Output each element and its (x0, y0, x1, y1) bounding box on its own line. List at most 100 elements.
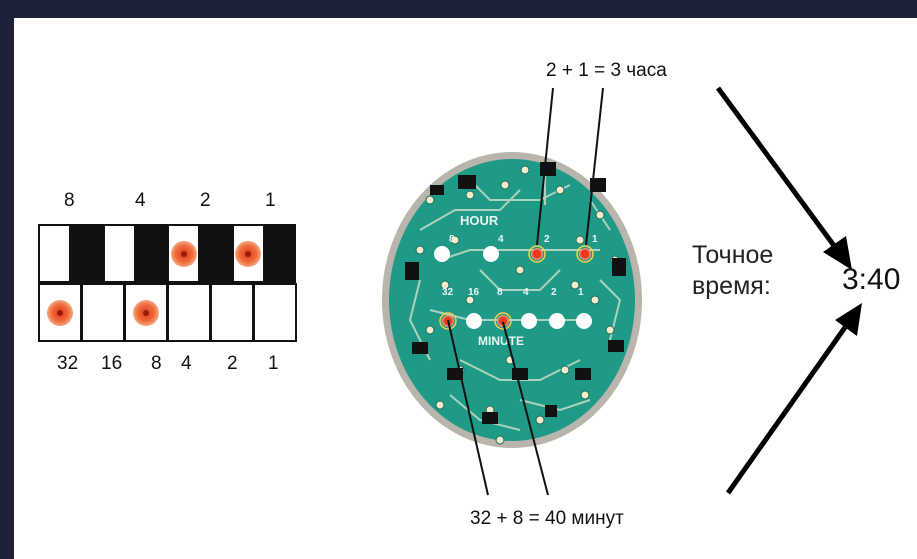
hour-bit-cell (167, 224, 201, 283)
pcb-pad (580, 390, 590, 400)
hour-weight-label: 2 (200, 190, 211, 211)
pcb-led-ring (494, 312, 512, 330)
pcb-minute-led-off (549, 313, 565, 329)
pcb-pad (465, 190, 475, 200)
pointer-line-hour-2 (536, 87, 554, 246)
pcb-hour-label: HOUR (460, 213, 499, 228)
pcb-led-ring (576, 245, 594, 263)
pcb-pad (435, 400, 445, 410)
pcb-pad (415, 245, 425, 255)
pcb-chip (608, 340, 624, 352)
minute-weight-label: 32 (57, 353, 79, 374)
pcb-pad (560, 365, 570, 375)
pcb-pad (425, 325, 435, 335)
hour-equation: 2 + 1 = 3 часа (546, 60, 667, 81)
minute-weight-label: 2 (227, 353, 238, 374)
pcb-minute-led-label: 2 (551, 287, 557, 298)
pcb-pad (440, 280, 450, 290)
pcb-led-ring (528, 245, 546, 263)
pcb-hour-led-on (579, 248, 591, 260)
pcb-minute-led-off (466, 313, 482, 329)
pcb-pad (465, 295, 475, 305)
pcb-trace (479, 269, 561, 291)
pcb-minute-led-on (497, 315, 509, 327)
arrow-minutes-head (835, 303, 862, 336)
exact-time-label-line2: время: (692, 272, 771, 300)
pcb-chip (612, 258, 626, 276)
lit-led-dot (133, 299, 159, 326)
hour-bit-cell (231, 224, 265, 283)
pcb-chip (540, 162, 556, 176)
pointer-line-minute-32 (447, 319, 489, 496)
pcb-minute-label: MINUTE (478, 334, 524, 348)
pcb-minute-led-label: 8 (497, 287, 503, 298)
pcb-trace (439, 249, 600, 261)
pcb-pad (425, 195, 435, 205)
binary-grid (38, 224, 297, 342)
pcb-pad (500, 180, 510, 190)
arrow-minutes-shaft (725, 324, 849, 495)
pcb-hour-led-label: 1 (592, 234, 598, 245)
pcb-pad (555, 185, 565, 195)
pcb-chip (458, 175, 476, 189)
minute-weight-label: 8 (151, 353, 162, 374)
pcb-pad (520, 165, 530, 175)
pcb-trace (469, 179, 571, 201)
minute-weight-label: 1 (268, 353, 279, 374)
hour-weight-label: 8 (64, 190, 75, 211)
hour-weight-label: 4 (135, 190, 146, 211)
pcb-minute-led-off (521, 313, 537, 329)
pcb-pad (495, 435, 505, 445)
pcb-chip (545, 405, 557, 417)
pcb-minute-led-label: 4 (523, 287, 529, 298)
pcb-trace (449, 394, 521, 431)
pcb-pad (450, 235, 460, 245)
pcb-chip (482, 412, 498, 424)
minute-weight-label: 16 (101, 353, 123, 374)
pcb-minute-led-off (576, 313, 592, 329)
exact-time-label-line1: Точное (692, 241, 774, 269)
pcb-trace (519, 399, 591, 412)
minute-bit-cell (124, 283, 168, 342)
minute-bit-cell (81, 283, 125, 342)
pcb-hour-led-label: 4 (498, 234, 504, 245)
pcb-chip (575, 368, 591, 380)
pcb-pad (590, 295, 600, 305)
hour-bit-cell (38, 224, 72, 283)
exact-time-label: Точное время: (692, 240, 773, 302)
pcb-hour-led-on (531, 248, 543, 260)
pcb-chip (430, 185, 444, 195)
pcb-hour-led-label: 2 (544, 234, 550, 245)
pcb-hour-led-off (483, 246, 499, 262)
pointer-line-hour-1 (585, 87, 604, 246)
hour-weight-label: 1 (265, 190, 276, 211)
pcb-pad (605, 325, 615, 335)
pcb-pad (575, 235, 585, 245)
pcb-minute-led-label: 1 (578, 287, 584, 298)
arrow-hours-shaft (715, 86, 838, 249)
pcb-pad (535, 415, 545, 425)
pcb-pad (570, 280, 580, 290)
pcb-trace (599, 279, 622, 341)
minute-equation: 32 + 8 = 40 минут (470, 508, 624, 529)
pointer-line-minute-8 (502, 321, 549, 496)
pcb-hour-led-off (434, 246, 450, 262)
pcb-chip (590, 178, 606, 192)
arrow-hours-head (823, 236, 852, 270)
pcb-hour-led-label: 8 (449, 234, 455, 245)
pcb-minute-led-label: 32 (442, 287, 454, 298)
pcb-chip (512, 368, 528, 380)
pcb-chip (412, 342, 428, 354)
pcb-pad (515, 265, 525, 275)
time-value: 3:40 (842, 263, 901, 296)
hour-bit-cell (102, 224, 136, 283)
pcb-pad (595, 210, 605, 220)
lit-led-dot (47, 299, 73, 326)
pcb-chip (405, 262, 419, 280)
pcb-led-ring (439, 312, 457, 330)
pcb-minute-led-label: 16 (468, 287, 480, 298)
lit-led-dot (170, 240, 197, 267)
lit-led-dot (235, 240, 262, 267)
minute-bit-cell (253, 283, 297, 342)
